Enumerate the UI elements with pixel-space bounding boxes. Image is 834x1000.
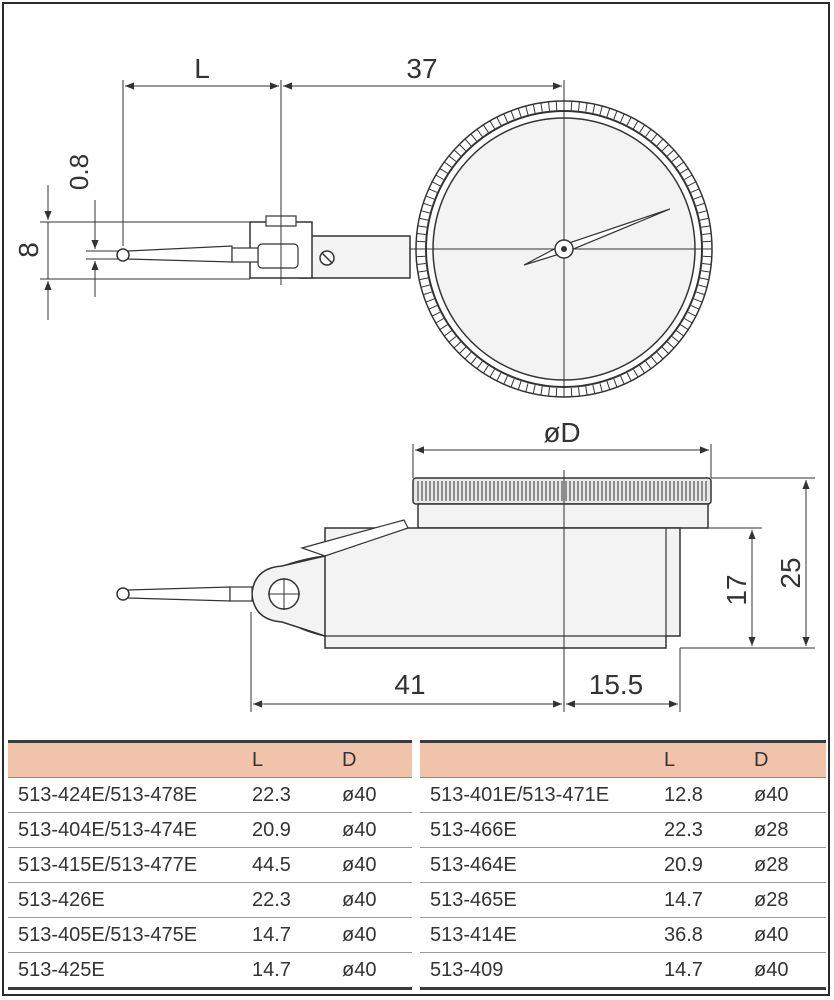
model-number: 513-415E/513-477E — [8, 847, 252, 883]
model-number: 513-465E — [420, 882, 664, 918]
dial-case-side — [417, 503, 709, 529]
l-value: 20.9 — [252, 812, 342, 848]
table-row: 513-405E/513-475E 14.7 ø40 — [8, 917, 412, 953]
model-number: 513-424E/513-478E — [8, 777, 252, 813]
model-number: 513-425E — [8, 952, 252, 990]
header-model — [8, 740, 252, 778]
d-value: ø40 — [754, 917, 826, 953]
stylus-ball — [116, 248, 130, 262]
stylus-ball-side — [116, 587, 130, 601]
l-value: 14.7 — [252, 952, 342, 990]
top-view: L 37 8 0.8 — [13, 53, 713, 398]
table-row: 513-401E/513-471E 12.8 ø40 — [420, 777, 826, 813]
l-value: 22.3 — [252, 777, 342, 813]
body-top-ledge — [299, 519, 409, 557]
stylus-base-side — [229, 586, 253, 602]
table-row: 513-414E 36.8 ø40 — [420, 917, 826, 953]
d-value: ø28 — [754, 812, 826, 848]
table-row: 513-415E/513-477E 44.5 ø40 — [8, 847, 412, 883]
model-number: 513-401E/513-471E — [420, 777, 664, 813]
d-value: ø40 — [342, 777, 412, 813]
d-value: ø40 — [342, 917, 412, 953]
dim-25-label: 25 — [775, 557, 806, 588]
indicator-neck — [299, 235, 411, 279]
model-number: 513-464E — [420, 847, 664, 883]
side-view: øD 25 17 41 15.5 — [116, 417, 815, 712]
table-row: 513-424E/513-478E 22.3 ø40 — [8, 777, 412, 813]
l-value: 22.3 — [664, 812, 754, 848]
dim-8-label: 8 — [13, 242, 44, 258]
dim-37-label: 37 — [406, 53, 437, 84]
table-row: 513-465E 14.7 ø28 — [420, 882, 826, 918]
d-value: ø40 — [342, 882, 412, 918]
table-row: 513-426E 22.3 ø40 — [8, 882, 412, 918]
l-value: 20.9 — [664, 847, 754, 883]
dim-17-label: 17 — [721, 574, 752, 605]
d-value: ø40 — [342, 847, 412, 883]
d-value: ø40 — [342, 952, 412, 990]
d-value: ø28 — [754, 847, 826, 883]
d-value: ø28 — [754, 882, 826, 918]
model-number: 513-405E/513-475E — [8, 917, 252, 953]
table-row: 513-404E/513-474E 20.9 ø40 — [8, 812, 412, 848]
table-row: 513-466E 22.3 ø28 — [420, 812, 826, 848]
l-value: 44.5 — [252, 847, 342, 883]
l-value: 14.7 — [252, 917, 342, 953]
bezel-knurl-pattern — [417, 481, 707, 501]
model-table-left: L D 513-424E/513-478E 22.3 ø40 513-404E/… — [8, 740, 412, 990]
table-header-row: L D — [420, 740, 826, 778]
dim-l-label: L — [194, 53, 210, 84]
model-number: 513-414E — [420, 917, 664, 953]
l-value: 14.7 — [664, 882, 754, 918]
model-number: 513-404E/513-474E — [8, 812, 252, 848]
model-number: 513-466E — [420, 812, 664, 848]
header-d: D — [342, 740, 412, 778]
l-value: 22.3 — [252, 882, 342, 918]
stem-collar — [257, 243, 299, 269]
d-value: ø40 — [754, 952, 826, 990]
dim-08-label: 0.8 — [64, 154, 94, 190]
l-value: 36.8 — [664, 917, 754, 953]
needle-hub-center — [561, 246, 567, 252]
table-row: 513-464E 20.9 ø28 — [420, 847, 826, 883]
d-value: ø40 — [754, 777, 826, 813]
dim-d-label: øD — [543, 417, 580, 448]
dim-155-label: 15.5 — [589, 669, 644, 700]
table-row: 513-409 14.7 ø40 — [420, 952, 826, 990]
screw-slot — [321, 252, 333, 264]
dim-41-label: 41 — [394, 669, 425, 700]
header-l: L — [252, 740, 342, 778]
technical-drawing: L 37 8 0.8 — [13, 53, 815, 712]
stylus-arm — [127, 245, 233, 263]
table-row: 513-425E 14.7 ø40 — [8, 952, 412, 990]
knurl-teeth — [416, 101, 712, 397]
stylus-arm-side — [127, 586, 231, 602]
header-model — [420, 740, 664, 778]
model-number: 513-409 — [420, 952, 664, 990]
model-table-right: L D 513-401E/513-471E 12.8 ø40 513-466E … — [420, 740, 826, 990]
table-header-row: L D — [8, 740, 412, 778]
header-l: L — [664, 740, 754, 778]
d-value: ø40 — [342, 812, 412, 848]
l-value: 14.7 — [664, 952, 754, 990]
model-number: 513-426E — [8, 882, 252, 918]
header-d: D — [754, 740, 826, 778]
stylus-base — [231, 247, 259, 263]
l-value: 12.8 — [664, 777, 754, 813]
